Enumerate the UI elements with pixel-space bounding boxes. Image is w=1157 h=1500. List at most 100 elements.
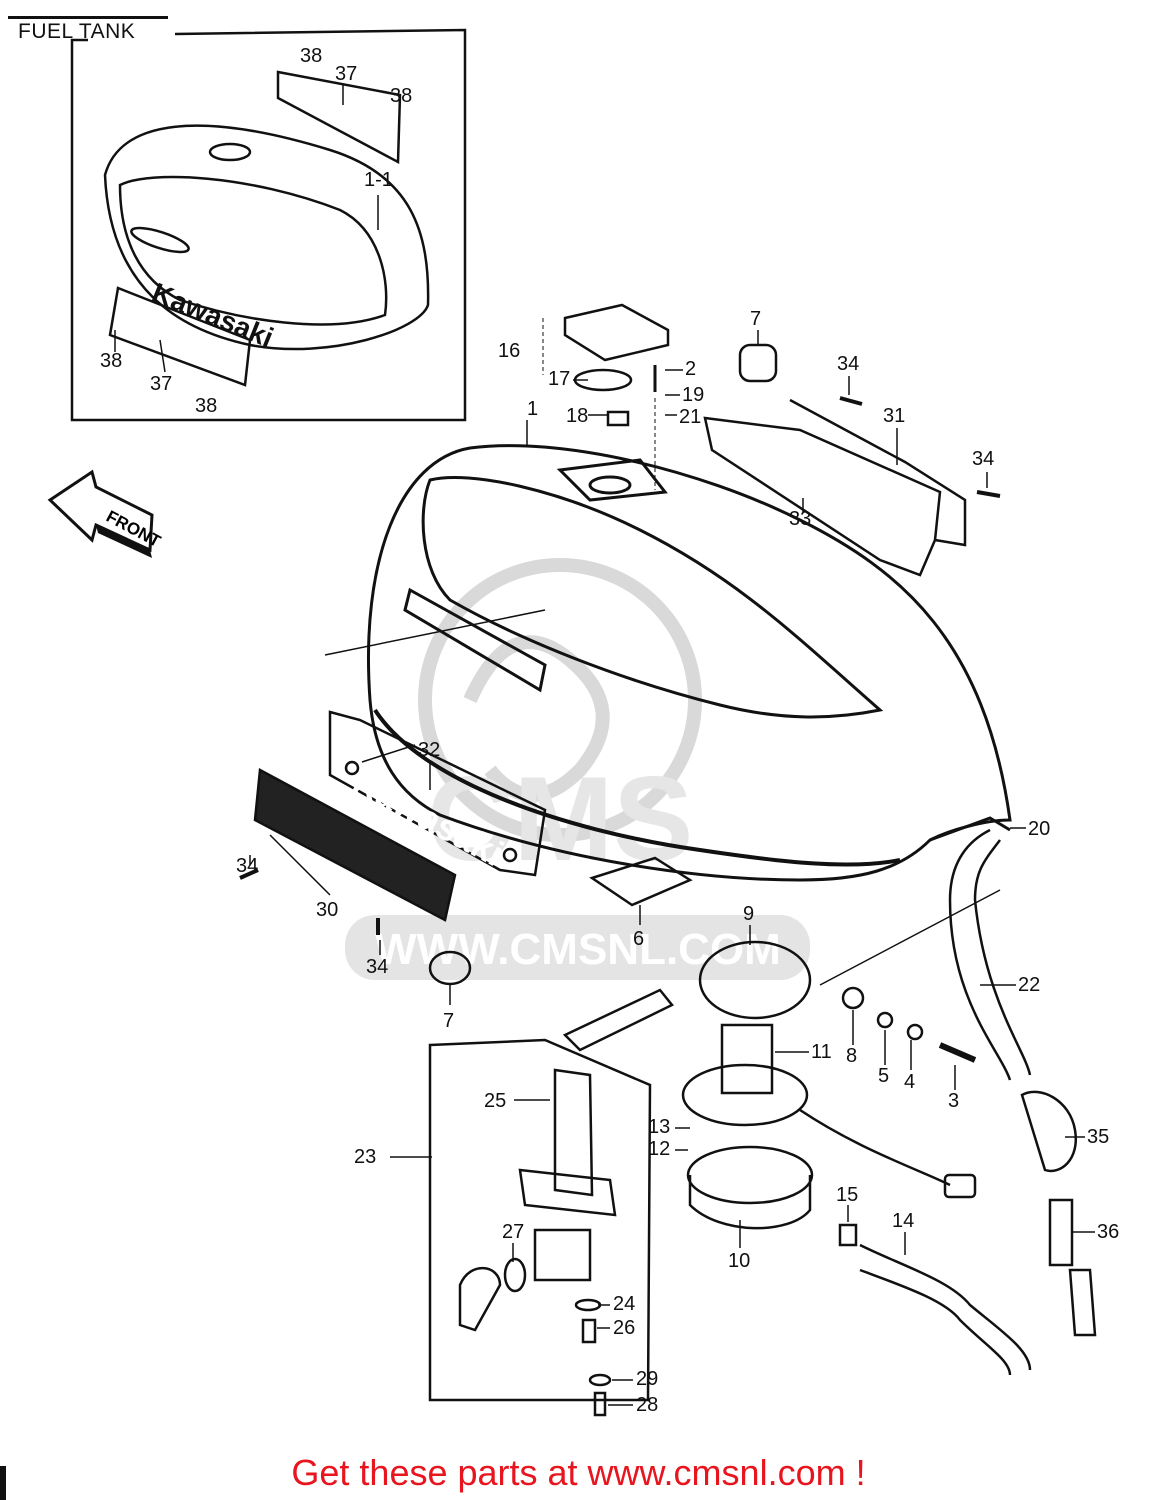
callout-21: 21 xyxy=(679,406,701,428)
breather-hose xyxy=(948,899,1032,1081)
callout-33: 33 xyxy=(789,508,811,530)
petcock-washer xyxy=(574,1298,602,1312)
watermark-banner xyxy=(345,915,810,980)
trim-screw-2 xyxy=(976,490,1001,498)
callout-16: 16 xyxy=(498,340,520,362)
filler-neck xyxy=(588,475,632,495)
fuel-tank-side-panel xyxy=(421,476,884,719)
fuel-tank-stripe xyxy=(373,708,901,867)
fuel-hose xyxy=(859,1243,1032,1376)
hose-assembly xyxy=(838,828,1097,1376)
callout-27: 27 xyxy=(502,1221,524,1243)
page-title: FUEL TANK xyxy=(18,20,136,43)
inset-variant-panel xyxy=(70,28,467,422)
inset-emblem-text: Kawasaki xyxy=(148,277,278,354)
gauge-o-ring xyxy=(698,940,812,1020)
callout-17: 17 xyxy=(548,368,570,390)
callout-12: 12 xyxy=(648,1138,670,1160)
rubber-damper-top xyxy=(738,343,778,383)
gauge-base xyxy=(681,1063,809,1127)
callout-18: 18 xyxy=(566,405,588,427)
fuel-gauge-assembly xyxy=(562,889,1001,1230)
callout-3: 3 xyxy=(948,1090,959,1112)
callout-15: 15 xyxy=(836,1184,858,1206)
tank-cushion xyxy=(589,856,693,907)
callout-20: 20 xyxy=(1028,818,1050,840)
inset-tank-panel xyxy=(118,175,388,326)
fuel-tank xyxy=(324,444,1012,882)
callout-37: 37 xyxy=(150,373,172,395)
breather-hose-top xyxy=(948,828,1001,901)
petcock-filter xyxy=(553,1068,594,1197)
petcock-o-ring xyxy=(503,1257,527,1293)
petcock-screw xyxy=(581,1318,597,1344)
callout-7: 7 xyxy=(443,1010,454,1032)
inset-emblem-plate xyxy=(108,286,252,387)
inset-tank-outline xyxy=(103,124,430,351)
callout-25: 25 xyxy=(484,1090,506,1112)
callout-38: 38 xyxy=(195,395,217,417)
fuel-tank-outline xyxy=(366,444,1012,882)
side-cover xyxy=(328,710,547,877)
callout-1-1: 1-1 xyxy=(364,169,393,191)
bracket-guide-line xyxy=(324,609,546,656)
cover-hole-1 xyxy=(344,760,360,776)
callout-34: 34 xyxy=(837,353,859,375)
drain-washer xyxy=(588,1373,612,1387)
callout-30: 30 xyxy=(316,899,338,921)
callout-38: 38 xyxy=(390,85,412,107)
callout-23: 23 xyxy=(354,1146,376,1168)
tank-bracket xyxy=(403,587,547,693)
rubber-damper-bottom xyxy=(428,950,472,986)
fuel-strainer-cup xyxy=(686,1145,814,1205)
leader-lines xyxy=(114,85,1095,1406)
callout-11: 11 xyxy=(811,1041,832,1063)
callout-38: 38 xyxy=(100,350,122,372)
inset-slot xyxy=(130,226,190,254)
grommet xyxy=(841,986,865,1010)
callout-2: 2 xyxy=(685,358,696,380)
gauge-wire xyxy=(799,1108,951,1187)
fuel-filter xyxy=(1020,1090,1078,1173)
hose-clamp xyxy=(838,1223,858,1247)
drain-fitting xyxy=(929,816,1011,842)
title-rule xyxy=(8,16,168,19)
inset-filler-cap xyxy=(208,142,252,162)
trim-screw-1 xyxy=(839,396,863,406)
callout-5: 5 xyxy=(878,1065,889,1087)
front-arrow xyxy=(47,469,154,558)
filler-cap xyxy=(563,303,670,362)
cap-nut xyxy=(606,410,630,427)
callout-29: 29 xyxy=(636,1368,658,1390)
footer-link-text[interactable]: Get these parts at www.cmsnl.com ! xyxy=(291,1452,866,1493)
callout-13: 13 xyxy=(648,1116,670,1138)
callout-8: 8 xyxy=(846,1045,857,1067)
callout-31: 31 xyxy=(883,405,905,427)
inset-frame xyxy=(70,28,467,422)
callout-4: 4 xyxy=(904,1071,915,1093)
petcock-elbow xyxy=(458,1266,502,1332)
callout-1: 1 xyxy=(527,398,538,420)
watermark-url: WWW.CMSNL.COM xyxy=(375,925,781,974)
callout-14: 14 xyxy=(892,1210,914,1232)
side-emblem xyxy=(253,768,457,922)
filler-neck-plate xyxy=(556,458,668,502)
callout-28: 28 xyxy=(636,1394,658,1416)
cover-hole-2 xyxy=(502,847,518,863)
callout-7: 7 xyxy=(750,308,761,330)
drain-screw xyxy=(593,1391,607,1417)
callout-22: 22 xyxy=(1018,974,1040,996)
callout-36: 36 xyxy=(1097,1221,1119,1243)
inset-trim-strip xyxy=(276,70,402,165)
callout-34: 34 xyxy=(366,956,388,978)
callout-26: 26 xyxy=(613,1317,635,1339)
emblem-screw-1 xyxy=(239,868,259,880)
knee-pad-trim xyxy=(789,398,967,547)
callout-34: 34 xyxy=(236,855,258,877)
petcock-panel xyxy=(428,1038,652,1417)
gauge-connector xyxy=(943,1173,977,1199)
callout-6: 6 xyxy=(633,928,644,950)
callout-32: 32 xyxy=(418,739,440,761)
callout-37: 37 xyxy=(335,63,357,85)
petcock-body xyxy=(533,1228,592,1282)
